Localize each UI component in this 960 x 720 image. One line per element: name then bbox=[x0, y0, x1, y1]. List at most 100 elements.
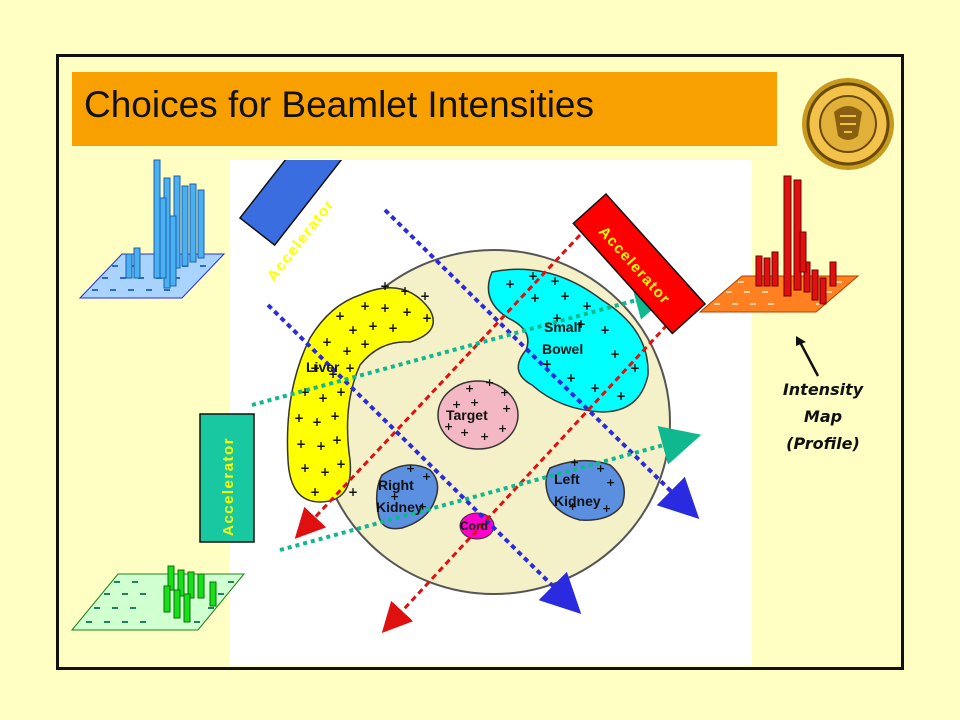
diagram-panel: +++ ++++ ++++ +++ +++ +++ +++ +++ +++ ++… bbox=[230, 160, 752, 665]
liver-region bbox=[286, 287, 434, 503]
svg-text:+: + bbox=[470, 396, 479, 409]
left-kidney-label-2: Kidney bbox=[554, 493, 601, 509]
svg-text:+: + bbox=[596, 462, 605, 475]
svg-text:+: + bbox=[328, 367, 338, 381]
bowel-markers: +++ +++ +++ +++ +++ bbox=[505, 269, 640, 403]
beam-blue-1 bbox=[383, 208, 700, 520]
svg-text:+: + bbox=[528, 269, 538, 283]
cord-label: Cord bbox=[460, 519, 488, 533]
accelerator-top bbox=[238, 160, 372, 247]
beam-green-2 bbox=[279, 425, 702, 552]
svg-text:+: + bbox=[294, 411, 304, 425]
svg-text:+: + bbox=[342, 344, 352, 358]
intensity-profile-blue bbox=[78, 159, 226, 299]
target-label: Target bbox=[446, 407, 488, 423]
svg-text:+: + bbox=[606, 476, 615, 489]
svg-text:+: + bbox=[422, 311, 432, 325]
small-bowel-label-1: Small bbox=[544, 319, 581, 335]
left-kidney-region bbox=[545, 459, 625, 521]
title-bar bbox=[72, 72, 777, 146]
svg-text:+: + bbox=[336, 385, 346, 399]
svg-text:+: + bbox=[345, 361, 355, 375]
svg-text:+: + bbox=[316, 439, 326, 453]
svg-text:+: + bbox=[296, 437, 306, 451]
svg-text:+: + bbox=[348, 485, 358, 499]
svg-text:+: + bbox=[465, 382, 474, 395]
svg-text:+: + bbox=[300, 461, 310, 475]
page-title: Choices for Beamlet Intensities bbox=[84, 84, 595, 125]
svg-text:+: + bbox=[335, 309, 345, 323]
svg-text:+: + bbox=[310, 361, 320, 375]
caption-line-2: Map bbox=[803, 407, 843, 426]
beam-red-2 bbox=[381, 323, 669, 634]
svg-text:+: + bbox=[360, 299, 370, 313]
svg-text:+: + bbox=[576, 317, 586, 331]
accelerator-left-label: Accelerator bbox=[220, 437, 237, 536]
beam-blue-2 bbox=[266, 303, 582, 615]
svg-text:+: + bbox=[616, 389, 626, 403]
svg-text:+: + bbox=[460, 426, 469, 439]
svg-text:+: + bbox=[422, 470, 431, 483]
svg-text:+: + bbox=[406, 462, 415, 475]
intensity-profile-red bbox=[698, 175, 860, 313]
svg-text:+: + bbox=[600, 323, 610, 337]
svg-text:+: + bbox=[300, 385, 310, 399]
svg-text:+: + bbox=[566, 371, 576, 385]
svg-text:+: + bbox=[560, 289, 570, 303]
right-kidney-label-1: Right bbox=[378, 477, 414, 493]
accelerator-right bbox=[572, 192, 707, 335]
svg-text:+: + bbox=[322, 335, 332, 349]
svg-text:+: + bbox=[336, 457, 346, 471]
small-bowel-label-2: Bowel bbox=[542, 341, 583, 357]
target-markers: +++ +++ ++++ bbox=[444, 376, 511, 443]
svg-text:+: + bbox=[568, 500, 577, 513]
svg-text:+: + bbox=[400, 284, 410, 298]
right-kidney-label-2: Kidney bbox=[376, 499, 423, 515]
svg-text:+: + bbox=[570, 456, 579, 469]
svg-text:+: + bbox=[420, 289, 430, 303]
beam-green-1 bbox=[251, 280, 675, 407]
svg-text:+: + bbox=[388, 321, 398, 335]
svg-text:+: + bbox=[552, 311, 562, 325]
svg-text:+: + bbox=[505, 277, 515, 291]
svg-text:+: + bbox=[500, 386, 509, 399]
svg-text:+: + bbox=[390, 490, 399, 503]
svg-text:+: + bbox=[590, 381, 600, 395]
intensity-map-caption: Intensity Map (Profile) bbox=[768, 376, 878, 457]
accelerator-left: Accelerator bbox=[199, 413, 255, 543]
svg-text:+: + bbox=[444, 420, 453, 433]
anatomy-diagram: +++ ++++ ++++ +++ +++ +++ +++ +++ +++ ++… bbox=[238, 160, 707, 634]
caption-line-1: Intensity bbox=[782, 380, 864, 399]
svg-text:+: + bbox=[318, 391, 328, 405]
university-seal-icon bbox=[802, 78, 894, 170]
svg-text:+: + bbox=[610, 347, 620, 361]
svg-text:+: + bbox=[348, 323, 358, 337]
svg-text:+: + bbox=[502, 402, 511, 415]
svg-text:+: + bbox=[550, 274, 560, 288]
intensity-profile-green bbox=[70, 565, 246, 631]
svg-text:+: + bbox=[542, 357, 552, 371]
svg-text:+: + bbox=[312, 415, 322, 429]
svg-text:+: + bbox=[530, 291, 540, 305]
liver-markers: +++ ++++ ++++ +++ +++ +++ +++ +++ +++ ++ bbox=[294, 279, 432, 499]
svg-text:+: + bbox=[360, 337, 370, 351]
svg-text:+: + bbox=[402, 305, 412, 319]
caption-line-3: (Profile) bbox=[786, 434, 860, 453]
left-kidney-label-1: Left bbox=[554, 471, 580, 487]
svg-text:+: + bbox=[480, 430, 489, 443]
svg-text:+: + bbox=[368, 319, 378, 333]
liver-label: Liver bbox=[306, 359, 340, 375]
arrow-pointer-icon bbox=[796, 336, 820, 377]
svg-text:+: + bbox=[380, 301, 390, 315]
svg-text:+: + bbox=[320, 465, 330, 479]
svg-text:+: + bbox=[452, 398, 461, 411]
svg-text:+: + bbox=[582, 299, 592, 313]
svg-text:+: + bbox=[330, 409, 340, 423]
svg-text:+: + bbox=[630, 361, 640, 375]
small-bowel-region bbox=[487, 268, 649, 413]
svg-text:+: + bbox=[380, 279, 390, 293]
svg-text:+: + bbox=[485, 376, 494, 389]
svg-text:+: + bbox=[418, 500, 427, 513]
beam-red-1 bbox=[294, 233, 582, 539]
svg-text:+: + bbox=[310, 485, 320, 499]
